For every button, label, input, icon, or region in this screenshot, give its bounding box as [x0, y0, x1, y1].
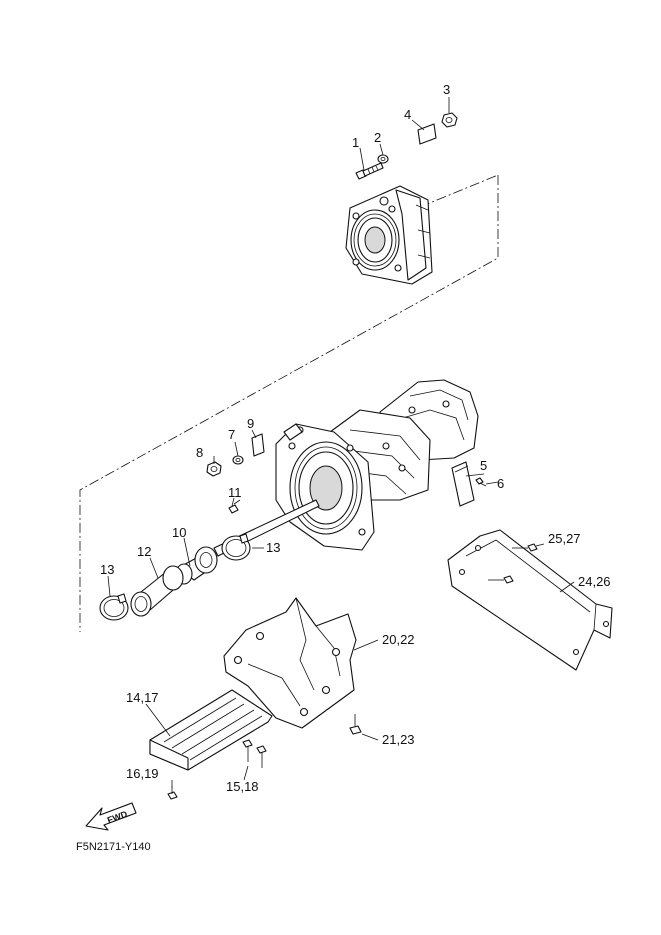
nut-3 [441, 112, 458, 128]
callout-24-26: 24,26 [578, 574, 611, 589]
hose-12 [130, 565, 184, 617]
plate-5 [451, 461, 475, 507]
screw-15-18 [242, 739, 267, 768]
bearing-housing [345, 185, 433, 285]
callout-2: 2 [374, 130, 381, 145]
callout-9: 9 [247, 416, 254, 431]
callout-1: 1 [352, 135, 359, 150]
callout-10: 10 [172, 525, 186, 540]
washer-2 [377, 154, 389, 164]
callouts: 1 2 3 4 5 6 7 8 9 10 11 12 13 13 14,17 1… [100, 82, 611, 794]
callout-8: 8 [196, 445, 203, 460]
intake-grate [149, 689, 273, 771]
washer-7 [232, 455, 244, 465]
callout-15-18: 15,18 [226, 779, 259, 794]
callout-13-left: 13 [100, 562, 114, 577]
bolt-21-23 [349, 714, 362, 735]
callout-4: 4 [404, 107, 411, 122]
leader-lines [107, 97, 575, 788]
screw-11 [228, 499, 241, 514]
callout-5: 5 [480, 458, 487, 473]
screw-25-27 [488, 543, 538, 584]
callout-13-right: 13 [266, 540, 280, 555]
side-plate [447, 529, 613, 671]
callout-3: 3 [443, 82, 450, 97]
callout-20-22: 20,22 [382, 632, 415, 647]
fwd-arrow-icon: FWD [85, 802, 137, 831]
drawing-code: F5N2171-Y140 [76, 841, 151, 853]
hose-clamp-13-right [221, 533, 251, 561]
bolt-1 [355, 162, 384, 180]
intake-bracket [223, 597, 357, 729]
callout-16-19: 16,19 [126, 766, 159, 781]
callout-14-17: 14,17 [126, 690, 159, 705]
bolt-6 [475, 477, 487, 487]
plate-9 [251, 433, 265, 457]
screw-16-19 [167, 786, 178, 800]
nut-8 [206, 461, 222, 477]
callout-25-27: 25,27 [548, 531, 581, 546]
jet-pump-housing [275, 379, 479, 551]
hose-clamp-13-left [99, 593, 129, 621]
callout-21-23: 21,23 [382, 732, 415, 747]
reference-outline [79, 174, 499, 632]
callout-11: 11 [228, 485, 242, 500]
callout-7: 7 [228, 427, 235, 442]
callout-6: 6 [497, 476, 504, 491]
callout-12: 12 [137, 544, 151, 559]
